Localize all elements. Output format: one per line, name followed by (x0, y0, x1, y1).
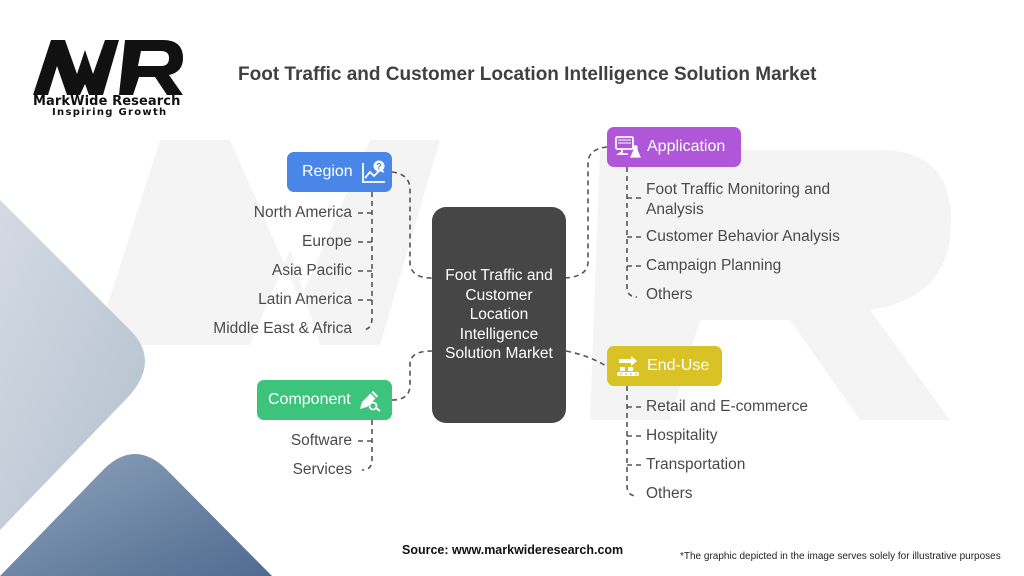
category-enduse-label: End-Use (647, 357, 710, 374)
disclaimer-text: *The graphic depicted in the image serve… (680, 551, 1001, 562)
center-node: Foot Traffic and Customer Location Intel… (432, 207, 566, 423)
source-text: Source: www.markwideresearch.com (402, 543, 624, 557)
logo-brand-name: MarkWide Research (33, 94, 181, 109)
bg-shape-light (0, 200, 145, 530)
logo-tagline: Inspiring Growth (52, 107, 168, 118)
enduse-item: Others (646, 485, 693, 502)
page-title: Foot Traffic and Customer Location Intel… (238, 64, 817, 85)
category-component: Component (257, 380, 392, 420)
application-item: Foot Traffic Monitoring and Analysis (646, 181, 831, 218)
chart-question-icon: ? (361, 160, 385, 183)
region-item: Asia Pacific (271, 262, 352, 279)
region-item: Latin America (258, 291, 352, 308)
region-item: North America (253, 204, 352, 221)
component-item: Software (290, 432, 352, 449)
component-item: Services (292, 461, 352, 478)
category-application: Application (607, 127, 741, 167)
category-application-label: Application (647, 138, 726, 155)
enduse-item: Hospitality (646, 427, 718, 444)
markwide-logo-icon (33, 40, 183, 95)
application-item: Customer Behavior Analysis (646, 228, 840, 245)
enduse-item: Transportation (646, 456, 746, 473)
category-component-label: Component (268, 391, 351, 408)
svg-text:?: ? (376, 162, 382, 172)
application-item: Others (646, 286, 693, 303)
enduse-item: Retail and E-commerce (646, 398, 808, 415)
center-node-label: Foot Traffic and Customer Location Intel… (445, 267, 553, 363)
monitor-flask-icon (615, 136, 641, 158)
region-item: Middle East & Africa (213, 320, 352, 337)
category-region: Region ? (287, 152, 392, 192)
bg-shape-dark (0, 454, 272, 576)
application-item: Campaign Planning (646, 257, 782, 274)
category-region-label: Region (302, 163, 353, 180)
pen-tool-icon (359, 391, 381, 412)
region-item: Europe (302, 233, 352, 250)
conveyor-icon (617, 356, 639, 376)
category-enduse: End-Use (607, 346, 722, 386)
